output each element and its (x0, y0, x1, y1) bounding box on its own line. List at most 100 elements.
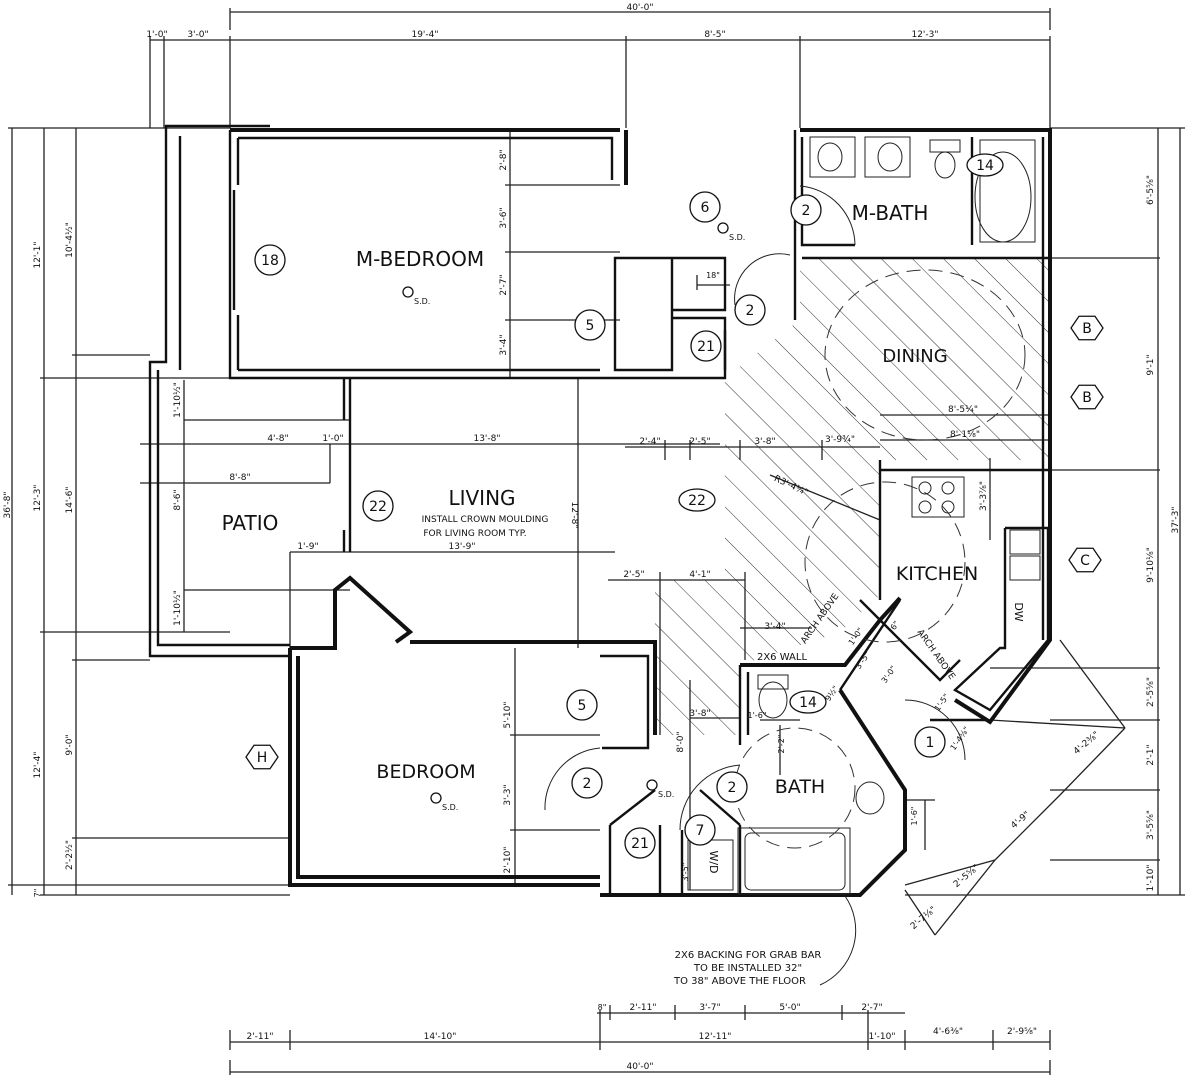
dimension-bedroom-b: 3'-3" (503, 784, 513, 805)
patio-outline (148, 124, 290, 658)
tag-label: 1 (926, 735, 935, 751)
label-washer-dryer: W/D (707, 850, 720, 873)
dimension-hall-e: 8'-0" (676, 731, 686, 752)
dimension-diagonal-c: 2'-5⅝" (952, 863, 981, 890)
dimension-bottom-inner-b: 2'-11" (629, 1003, 656, 1013)
room-tag-linen-21: 21 (690, 330, 722, 362)
smoke-detector-label: S.D. (729, 233, 745, 242)
tag-label: 5 (586, 318, 595, 334)
dimension-bedroom-c: 2'-10" (503, 846, 513, 873)
dimension-left-f: 14'-6" (65, 486, 75, 513)
circle-icon (790, 194, 822, 226)
dimension-bedroom-a: 5'-10" (503, 701, 513, 728)
dimension-hall-h: 3'-5" (681, 863, 690, 882)
note-arch-above-2: ARCH ABOVE (915, 628, 957, 682)
tag-label: 7 (696, 823, 705, 839)
dimension-middle-b: 2'-5" (689, 437, 710, 447)
tag-label: 21 (697, 339, 715, 355)
dimension-top-b: 3'-0" (187, 30, 208, 40)
dimension-middle-d: 3'-9¾" (825, 435, 855, 445)
dimension-patio-d: 4'-8" (267, 434, 288, 444)
tag-label: H (257, 750, 268, 766)
circle-icon (684, 814, 716, 846)
dimension-kitchen-small-f: 1'-5" (933, 692, 951, 713)
room-tag-living-22: 22 (362, 490, 394, 522)
tag-label: 2 (746, 303, 755, 319)
circle-icon (689, 191, 721, 223)
room-label-bath: BATH (775, 776, 825, 798)
room-tag-hall-door-2: 2 (734, 294, 766, 326)
clearance-circles (544, 185, 1026, 986)
circle-icon (574, 309, 606, 341)
dimension-bottom-overall: 40'-0" (626, 1062, 653, 1072)
room-label-m-bedroom: M-BEDROOM (356, 247, 484, 271)
dimension-top-c: 19'-4" (411, 30, 438, 40)
tag-label: 2 (802, 203, 811, 219)
window-tag-dining-b1: B (1070, 315, 1104, 341)
dimension-patio-b: 8'-6" (173, 489, 183, 510)
dimension-mbedroom-a: 2'-8" (499, 149, 509, 170)
room-tag-bath-door-2: 2 (716, 771, 748, 803)
dimension-kitchen-small-e: 9½" (824, 684, 841, 703)
dimension-left-d: 7" (33, 889, 42, 898)
dimension-patio-a: 1'-10½" (173, 382, 183, 418)
dimension-top-d: 8'-5" (704, 30, 725, 40)
hexagon-icon (245, 744, 279, 770)
room-tag-mbath-14: 14 (966, 153, 1004, 177)
dimension-bottom-inner-a: 8" (598, 1003, 607, 1012)
smoke-detector-label: S.D. (442, 803, 458, 812)
window-tag-kitchen-c: C (1068, 547, 1102, 573)
walls (228, 128, 1052, 897)
dimension-hall-d: 3'-8" (689, 709, 710, 719)
tag-label: 18 (261, 253, 279, 269)
dimension-left-b: 12'-3" (33, 484, 43, 511)
dimension-kitchen-small-g: 1'-4⅝" (949, 725, 972, 752)
dimension-living-width: 13'-8" (473, 434, 500, 444)
tag-label: 6 (701, 200, 710, 216)
dimension-left-overall: 36'-8" (3, 491, 13, 518)
circle-icon (362, 490, 394, 522)
room-tag-living-22-ellipse: 22 (678, 488, 716, 512)
dimension-diagonal-d: 2'-7⅛" (909, 905, 938, 932)
room-label-kitchen: KITCHEN (896, 563, 978, 585)
dimension-middle-a: 2'-4" (639, 437, 660, 447)
dimension-patio-h: 13'-9" (448, 542, 475, 552)
circle-icon (571, 767, 603, 799)
smoke-detector-icon (646, 779, 658, 791)
note-grab-bar-2: TO BE INSTALLED 32" (693, 963, 802, 974)
dimension-left-g: 9'-0" (65, 734, 75, 755)
room-tag-hall-21: 21 (624, 827, 656, 859)
dimension-bottom-inner-c: 3'-7" (699, 1003, 720, 1013)
hexagon-icon (1068, 547, 1102, 573)
dimension-patio-f: 8'-8" (229, 473, 250, 483)
dimension-middle-e: 8'-5¼" (948, 405, 978, 415)
tag-label: B (1082, 321, 1092, 337)
circle-icon (624, 827, 656, 859)
dimension-top-e: 12'-3" (911, 30, 938, 40)
dimension-hall-b: 4'-1" (689, 570, 710, 580)
dimension-right-overall: 37'-3" (1171, 506, 1181, 533)
dimension-right-d: 2'-5⅝" (1146, 677, 1156, 707)
dimension-left-h: 2'-2½" (65, 840, 75, 870)
dimension-mbedroom-closet: 18" (706, 271, 720, 280)
dimension-hall-i: 1'-6" (910, 807, 919, 826)
dimension-living-depth: 12'-8" (569, 501, 579, 528)
dimension-diagonal-a: 4'-2⅜" (1072, 730, 1101, 757)
note-crown-moulding: INSTALL CROWN MOULDING (422, 515, 549, 525)
smoke-detector-label: S.D. (414, 297, 430, 306)
dimension-hall-a: 2'-5" (623, 570, 644, 580)
dimension-top-overall: 40'-0" (626, 3, 653, 13)
tile-floor-hatch (655, 258, 1048, 735)
room-tag-mbath-6: 6 (689, 191, 721, 223)
dimension-bottom-c: 12'-11" (699, 1032, 732, 1042)
dimension-right-e: 2'-1" (1146, 744, 1156, 765)
dimension-bottom-inner-e: 2'-7" (861, 1003, 882, 1013)
dimension-middle-f: 8'-1⅛" (950, 430, 980, 440)
room-label-living: LIVING (448, 486, 515, 510)
dimension-mbedroom-c: 2'-7" (499, 274, 509, 295)
dimension-middle-c: 3'-8" (754, 437, 775, 447)
room-tag-bed-closet-5: 5 (566, 689, 598, 721)
room-label-dining: DINING (882, 346, 947, 367)
